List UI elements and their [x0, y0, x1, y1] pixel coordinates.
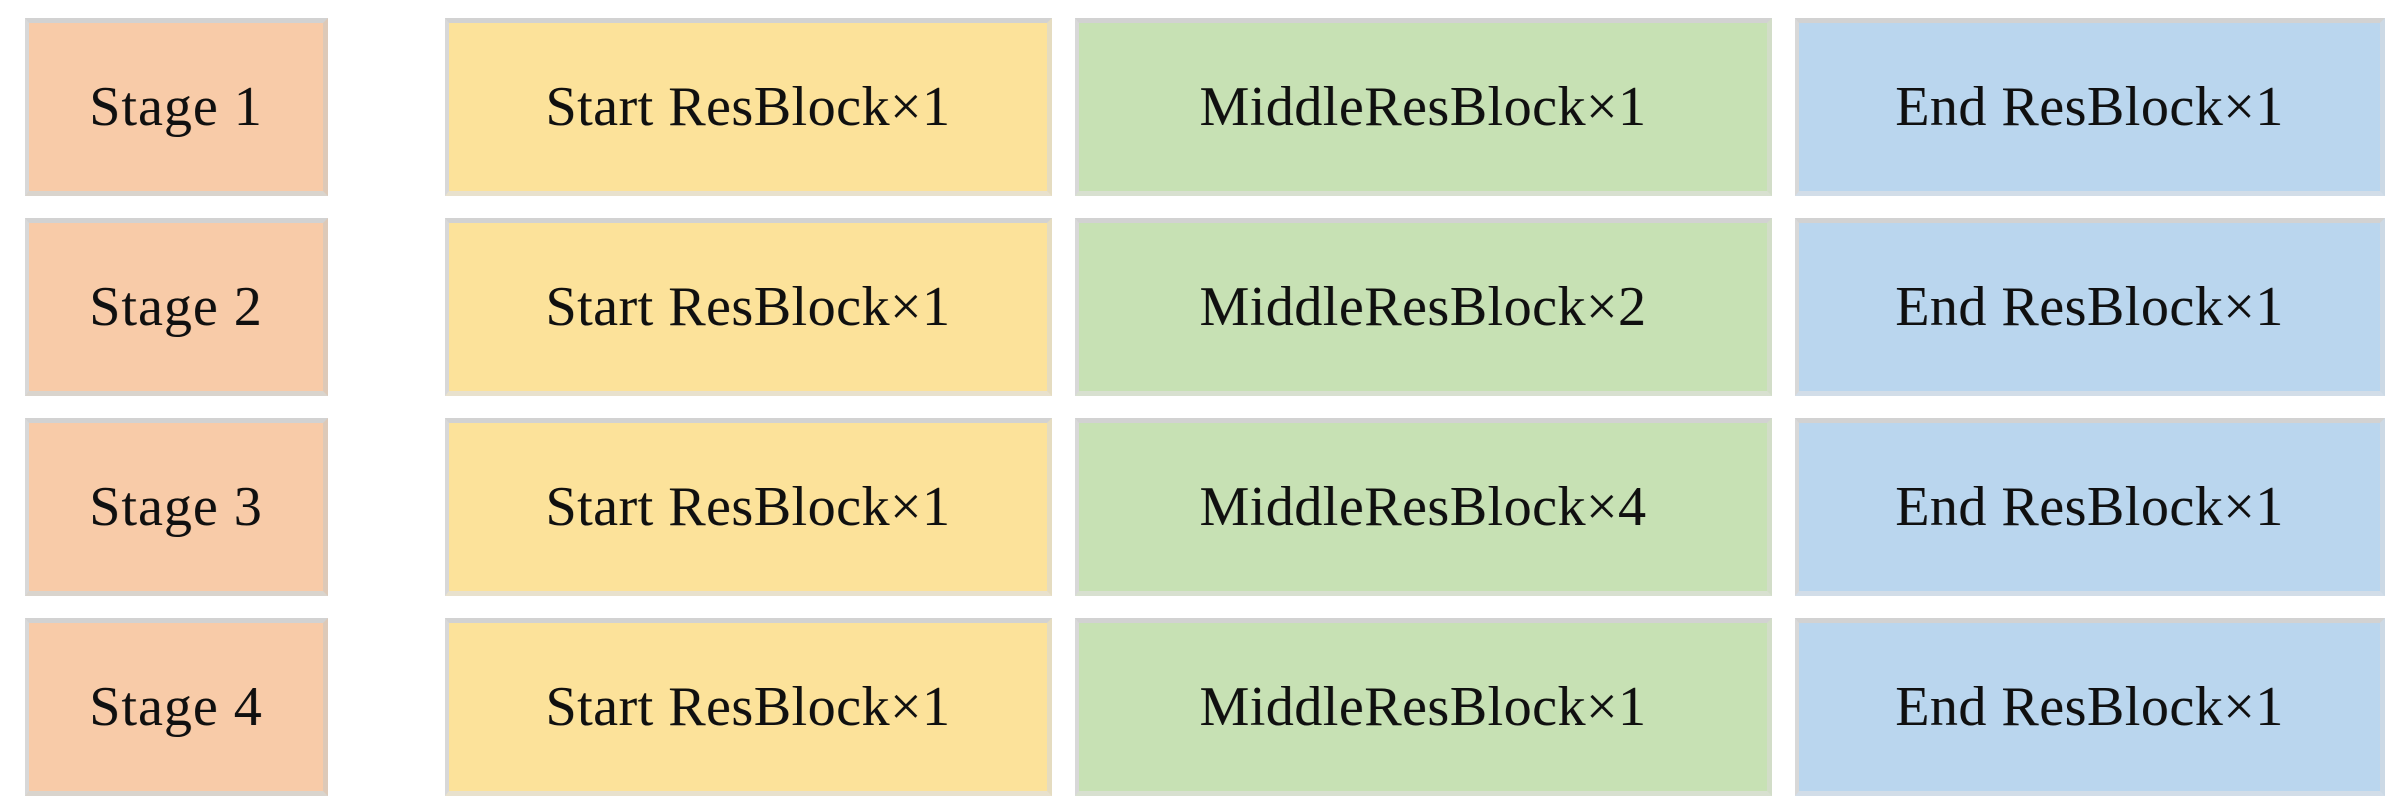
middle-resblock-cell-3: MiddleResBlock×4	[1075, 418, 1772, 596]
end-resblock-cell-4: End ResBlock×1	[1795, 618, 2385, 796]
stage-cell-2: Stage 2	[25, 218, 328, 396]
stage-label-2: Stage 2	[89, 276, 263, 338]
middle-resblock-label-3: MiddleResBlock×4	[1199, 476, 1647, 538]
middle-resblock-label-2: MiddleResBlock×2	[1199, 276, 1647, 338]
end-resblock-label-1: End ResBlock×1	[1895, 76, 2284, 138]
start-resblock-cell-4: Start ResBlock×1	[445, 618, 1052, 796]
end-resblock-label-2: End ResBlock×1	[1895, 276, 2284, 338]
start-resblock-cell-3: Start ResBlock×1	[445, 418, 1052, 596]
stage-cell-4: Stage 4	[25, 618, 328, 796]
stage-label-4: Stage 4	[89, 676, 263, 738]
start-resblock-cell-1: Start ResBlock×1	[445, 18, 1052, 196]
end-resblock-label-3: End ResBlock×1	[1895, 476, 2284, 538]
end-resblock-cell-1: End ResBlock×1	[1795, 18, 2385, 196]
start-resblock-label-1: Start ResBlock×1	[545, 76, 951, 138]
stage-cell-1: Stage 1	[25, 18, 328, 196]
stage-label-1: Stage 1	[89, 76, 263, 138]
start-resblock-label-4: Start ResBlock×1	[545, 676, 951, 738]
middle-resblock-cell-2: MiddleResBlock×2	[1075, 218, 1772, 396]
end-resblock-label-4: End ResBlock×1	[1895, 676, 2284, 738]
stage-cell-3: Stage 3	[25, 418, 328, 596]
end-resblock-cell-2: End ResBlock×1	[1795, 218, 2385, 396]
stage-label-3: Stage 3	[89, 476, 263, 538]
middle-resblock-label-1: MiddleResBlock×1	[1199, 76, 1647, 138]
start-resblock-label-3: Start ResBlock×1	[545, 476, 951, 538]
middle-resblock-cell-1: MiddleResBlock×1	[1075, 18, 1772, 196]
end-resblock-cell-3: End ResBlock×1	[1795, 418, 2385, 596]
middle-resblock-cell-4: MiddleResBlock×1	[1075, 618, 1772, 796]
middle-resblock-label-4: MiddleResBlock×1	[1199, 676, 1647, 738]
start-resblock-label-2: Start ResBlock×1	[545, 276, 951, 338]
start-resblock-cell-2: Start ResBlock×1	[445, 218, 1052, 396]
